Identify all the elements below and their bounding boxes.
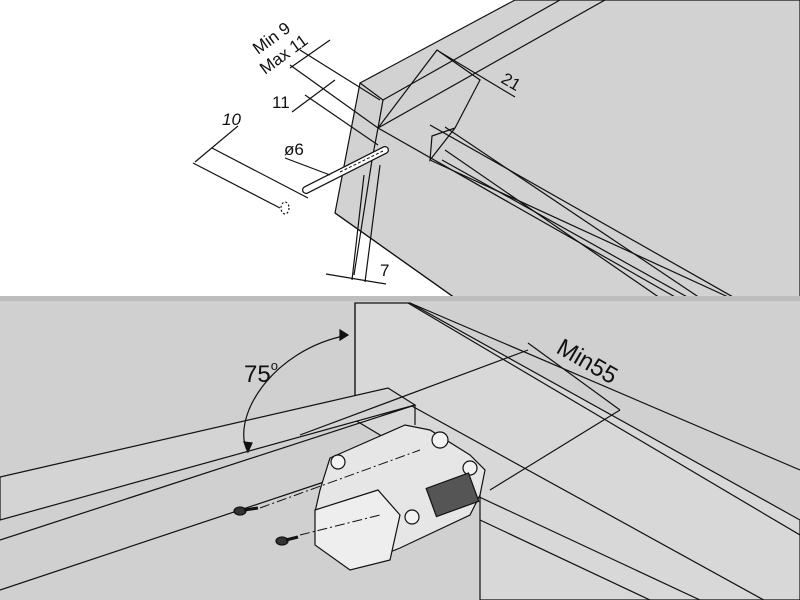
top-drilling-view [192,0,800,369]
drill-bit-icon [280,146,389,215]
drill-length-label: 10 [222,110,241,129]
drill-diameter-label: ø6 [284,140,304,159]
bottom-mounting-view [0,296,800,600]
angle-degree: o [271,358,278,373]
screw-icon [275,535,299,546]
angle-arc [243,334,349,453]
offset-label: 11 [272,93,290,112]
angle-label: 75o [244,358,278,388]
concealed-hinge-icon [259,424,486,571]
side-panel [354,302,800,600]
groove [377,49,481,162]
screw-icon [233,506,259,516]
edge-distance-label: 7 [380,261,389,280]
angle-value: 75 [244,361,271,388]
cabinet-panel [334,0,800,299]
